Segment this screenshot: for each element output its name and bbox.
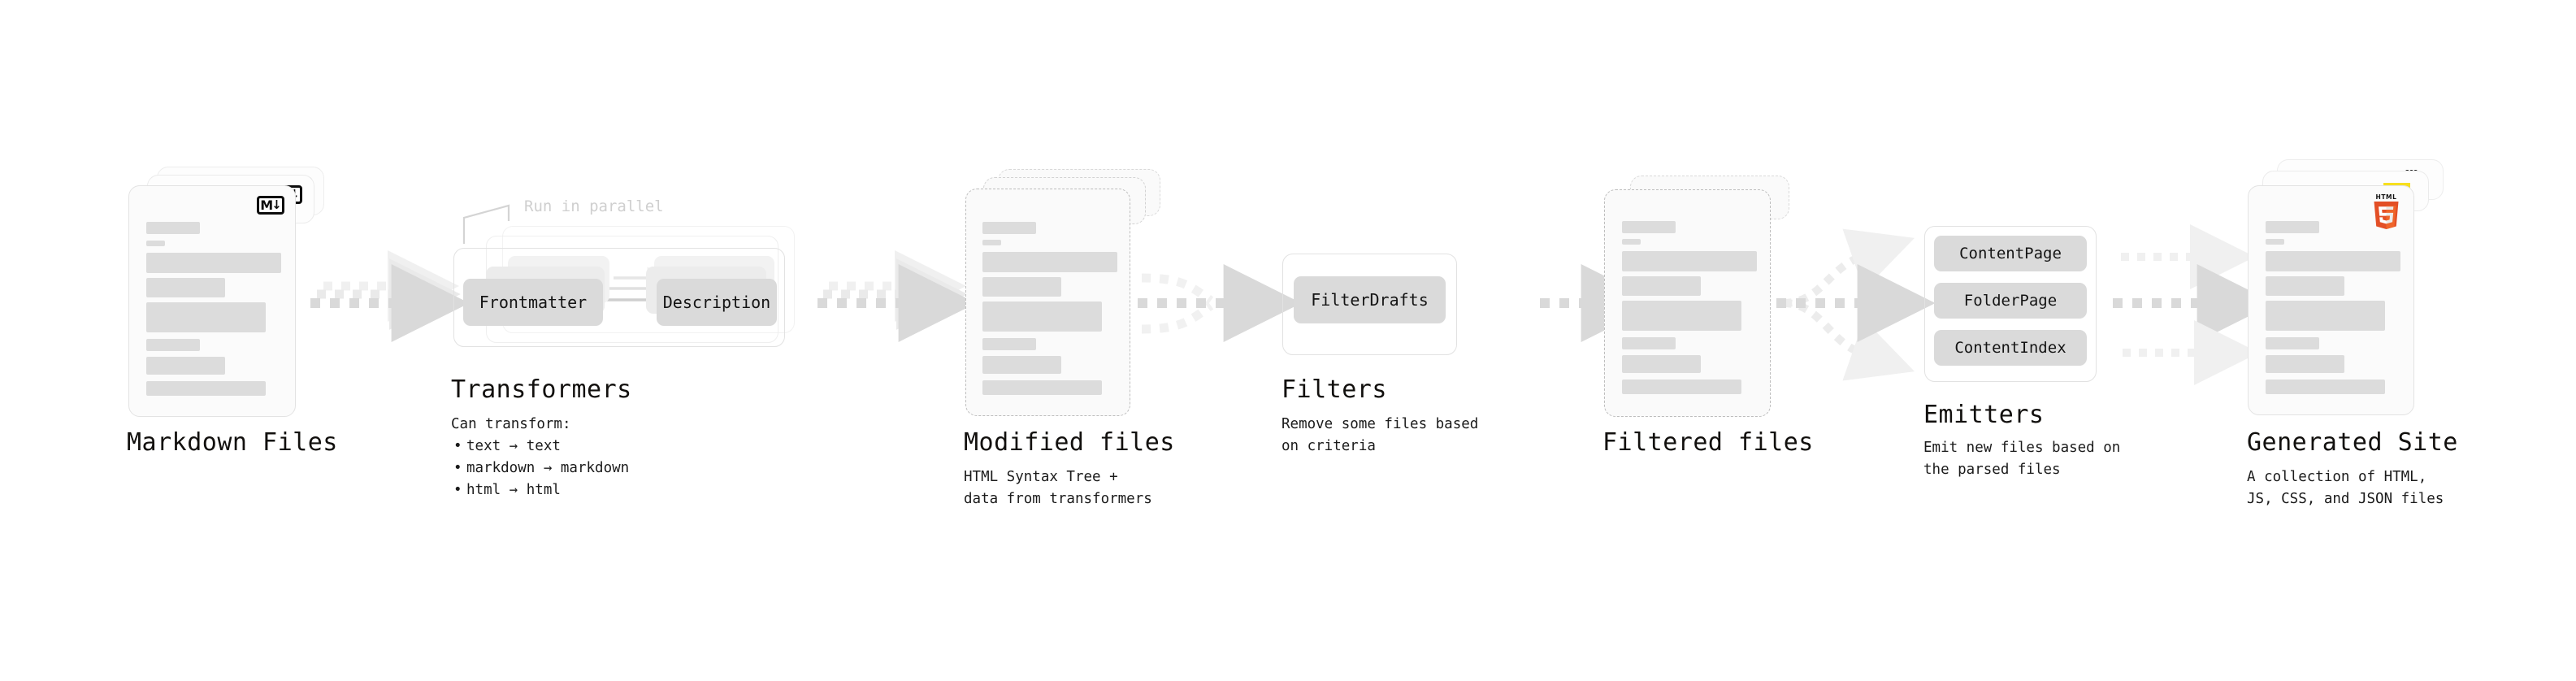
stage-title-filtered-files: Filtered files <box>1602 428 1814 457</box>
doc-skeleton-row <box>146 253 281 273</box>
doc-skeleton-row <box>2266 239 2284 245</box>
doc-skeleton-row <box>982 301 1102 332</box>
doc-skeleton-row <box>1622 221 1676 233</box>
emitters-chip-contentindex-label: ContentIndex <box>1954 339 2066 357</box>
html5-icon: HTML <box>2371 193 2401 229</box>
emitters-chip-contentpage[interactable]: ContentPage <box>1934 236 2087 271</box>
doc-skeleton-row <box>146 241 165 246</box>
doc-skeleton-row <box>1622 301 1741 331</box>
doc-skeleton-row <box>1622 337 1676 349</box>
stage-desc-transformers: Can transform: text → text markdown → ma… <box>451 414 629 502</box>
doc-skeleton-row <box>2266 337 2319 349</box>
emitters-chip-contentpage-label: ContentPage <box>1959 245 2062 262</box>
doc-skeleton-row <box>2266 251 2400 271</box>
doc-skeleton-row <box>2266 276 2344 296</box>
connector-modified-to-filters <box>1138 264 1302 342</box>
doc-skeleton-row <box>2266 301 2385 331</box>
filtered-doc-main <box>1604 189 1771 417</box>
doc-skeleton-row <box>982 252 1117 272</box>
doc-skeleton-row <box>2266 380 2385 394</box>
markdown-icon: M ↓ <box>257 196 284 215</box>
doc-skeleton-row <box>146 339 200 351</box>
transformer-chip-frontmatter[interactable]: Frontmatter <box>463 279 603 326</box>
filters-group-main <box>1282 254 1457 355</box>
transformer-chip-frontmatter-label: Frontmatter <box>479 293 588 312</box>
stage-title-markdown-files: Markdown Files <box>127 428 338 457</box>
markdown-icon-label: M <box>260 197 273 213</box>
filters-chip-filterdrafts[interactable]: FilterDrafts <box>1294 276 1446 323</box>
doc-skeleton-row <box>146 278 225 297</box>
transformer-chip-description[interactable]: Description <box>657 279 777 326</box>
doc-skeleton-row <box>982 380 1102 395</box>
emitters-chip-folderpage[interactable]: FolderPage <box>1934 283 2087 319</box>
connector-markdown-to-transformers <box>310 250 470 342</box>
stage-title-filters: Filters <box>1281 375 1387 404</box>
transformer-group-main <box>453 248 785 347</box>
emitters-group-main <box>1924 226 2097 382</box>
doc-skeleton-row <box>982 338 1036 350</box>
doc-skeleton-row <box>2266 355 2344 373</box>
site-doc-main: HTML <box>2248 185 2414 415</box>
stage-desc-emitters: Emit new files based on the parsed files <box>1923 440 2121 479</box>
stage-title-modified-files: Modified files <box>964 428 1175 457</box>
doc-skeleton-row <box>1622 355 1701 373</box>
emitters-chip-contentindex[interactable]: ContentIndex <box>1934 330 2087 366</box>
doc-skeleton-row <box>982 277 1061 297</box>
doc-skeleton-row <box>146 381 266 396</box>
doc-skeleton-row <box>146 302 266 332</box>
doc-skeleton-row <box>1622 251 1757 271</box>
doc-skeleton-row <box>982 222 1036 234</box>
run-in-parallel-label: Run in parallel <box>524 197 664 215</box>
connector-transformers-to-modified <box>817 250 977 342</box>
transformers-desc-list: text → text markdown → markdown html → h… <box>451 436 629 502</box>
transformers-desc-item: markdown → markdown <box>453 458 629 479</box>
filters-chip-filterdrafts-label: FilterDrafts <box>1311 290 1429 310</box>
modified-doc-main <box>965 189 1130 416</box>
transformers-desc-item: html → html <box>453 479 629 501</box>
transformer-chip-description-label: Description <box>662 293 771 312</box>
stage-title-transformers: Transformers <box>451 375 632 404</box>
doc-skeleton-row <box>1622 276 1701 296</box>
connector-emitters-to-site <box>2113 224 2275 385</box>
doc-skeleton-row <box>982 240 1001 245</box>
stage-desc-generated-site: A collection of HTML, JS, CSS, and JSON … <box>2247 469 2444 508</box>
doc-skeleton-row <box>1622 239 1641 245</box>
stage-desc-filters: Remove some files based on criteria <box>1281 416 1479 455</box>
transformers-desc-lead: Can transform: <box>451 416 571 432</box>
doc-skeleton-row <box>146 357 225 375</box>
stage-title-generated-site: Generated Site <box>2247 428 2458 457</box>
html5-icon-label: HTML <box>2375 193 2397 201</box>
doc-skeleton-row <box>1622 380 1741 394</box>
stage-title-emitters: Emitters <box>1923 401 2045 429</box>
doc-skeleton-row <box>982 356 1061 374</box>
doc-skeleton-row <box>146 222 200 234</box>
transformers-desc-item: text → text <box>453 436 629 458</box>
html5-icon-shield <box>2374 202 2399 229</box>
emitters-chip-folderpage-label: FolderPage <box>1963 292 2058 310</box>
markdown-doc-main: M ↓ <box>128 185 296 417</box>
connector-filtered-to-emitters <box>1776 228 1936 381</box>
markdown-icon-arrow: ↓ <box>271 197 282 212</box>
doc-skeleton-row <box>2266 221 2319 233</box>
stage-desc-modified-files: HTML Syntax Tree + data from transformer… <box>964 469 1152 508</box>
